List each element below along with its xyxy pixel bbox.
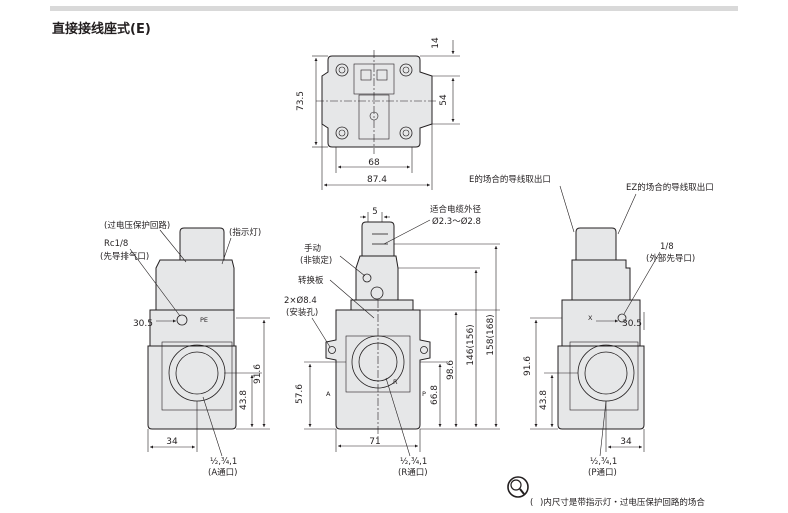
right-dim-34: 34 xyxy=(620,437,632,447)
label-mount-holes: (安装孔) xyxy=(286,307,318,318)
left-dim-91-6: 91.6 xyxy=(253,364,263,384)
front-dim-158: 158(168) xyxy=(486,314,496,355)
right-view-coil xyxy=(575,227,617,261)
footnote-open-paren: ( xyxy=(530,498,533,508)
label-pilot-exhaust: (先导排气口) xyxy=(100,251,149,262)
front-dim-5: 5 xyxy=(372,207,377,217)
front-view-mount-hole xyxy=(328,346,336,354)
label-cable-range: Ø2.3～Ø2.8 xyxy=(432,216,481,227)
top-view-bolt xyxy=(335,126,349,140)
top-view-bolt xyxy=(399,126,413,140)
label-ext-pilot-size: 1/8 xyxy=(660,242,674,252)
top-view-bolt xyxy=(335,63,349,77)
right-dim-30-5: 30.5 xyxy=(622,319,642,329)
right-port-size: ½,¾,1 xyxy=(590,457,617,467)
left-view-exhaust-port xyxy=(176,314,188,326)
label-cable: 适合电缆外径 xyxy=(430,204,482,215)
label-e-outlet: E的场合的导线取出口 xyxy=(469,174,551,185)
front-dim-66-8: 66.8 xyxy=(430,385,440,405)
label-p: P xyxy=(422,390,426,398)
label-indicator: (指示灯) xyxy=(229,227,261,238)
left-port-name: (A通口) xyxy=(208,467,237,478)
right-view: X E的场合的导线取出口 EZ的场合的导线取出口 1/8 (外部先导口) 30.… xyxy=(469,174,714,478)
dim-14: 14 xyxy=(431,37,441,49)
footnote-text: )内尺寸是带指示灯・过电压保护回路的场合 xyxy=(540,497,705,508)
dim-87-4: 87.4 xyxy=(367,175,387,185)
front-view-mount-hole xyxy=(420,346,428,354)
left-view: PE (过电压保护回路) (指示灯) Rc1/8 (先导排气口) 30.5 34… xyxy=(100,220,270,478)
right-view-main-body xyxy=(557,345,645,430)
right-port-name: (P通口) xyxy=(588,467,617,478)
front-port-name: (R通口) xyxy=(398,467,428,478)
top-view: 68 87.4 73.5 14 54 xyxy=(296,37,460,190)
front-port-size: ½,¾,1 xyxy=(400,457,427,467)
front-dim-71: 71 xyxy=(369,437,380,447)
front-view-manual-knob xyxy=(370,286,384,300)
left-dim-30-5: 30.5 xyxy=(133,319,153,329)
right-view-x: X xyxy=(588,314,593,322)
front-view: NC NO X A P R 5 适合电缆外径 Ø2.3～Ø2.8 手动 (非锁定… xyxy=(284,204,500,478)
front-dim-146: 146(156) xyxy=(466,324,476,365)
front-view-pilot-body xyxy=(355,255,399,301)
label-rc1-8: Rc1/8 xyxy=(104,239,128,249)
front-view-coil xyxy=(361,221,395,257)
front-view-manual-override xyxy=(362,273,372,283)
right-view-port-flange xyxy=(569,341,639,411)
label-ext-pilot: (外部先导口) xyxy=(646,253,695,264)
dim-68: 68 xyxy=(368,158,380,168)
top-view-terminal xyxy=(360,69,372,81)
top-view-bolt xyxy=(399,63,413,77)
left-port-size: ½,¾,1 xyxy=(210,457,237,467)
right-dim-43-8: 43.8 xyxy=(539,390,549,410)
left-view-pe: PE xyxy=(200,316,208,324)
left-view-upper-body xyxy=(149,309,235,347)
label-holes: 2×Ø8.4 xyxy=(284,295,317,306)
top-view-body xyxy=(321,55,433,148)
left-dim-43-8: 43.8 xyxy=(239,390,249,410)
label-non-lock: (非锁定) xyxy=(300,255,332,266)
top-view-terminal xyxy=(376,69,388,81)
dim-54: 54 xyxy=(439,94,449,106)
left-view-pilot-body xyxy=(155,259,235,311)
page-title: 直接接线座式(E) xyxy=(52,22,151,37)
label-surge-protection: (过电压保护回路) xyxy=(104,220,170,231)
front-dim-57-6: 57.6 xyxy=(295,384,305,404)
magnifier-icon xyxy=(507,476,529,498)
left-view-coil xyxy=(179,227,225,261)
right-view-ext-pilot-port xyxy=(617,313,627,323)
front-view-main-body xyxy=(325,309,431,430)
right-view-pilot-body xyxy=(571,259,631,301)
front-view-switch-plate xyxy=(350,299,414,311)
header-bar xyxy=(50,6,738,11)
left-view-main-body xyxy=(147,345,237,430)
right-dim-91-6: 91.6 xyxy=(523,356,533,376)
label-a: A xyxy=(326,390,331,398)
front-dim-98-6: 98.6 xyxy=(446,360,456,380)
label-ez-outlet: EZ的场合的导线取出口 xyxy=(626,182,714,193)
dim-73-5: 73.5 xyxy=(296,91,306,111)
label-r: R xyxy=(393,378,398,386)
label-switch-plate: 转换板 xyxy=(298,275,324,286)
left-dim-34: 34 xyxy=(166,437,178,447)
label-manual: 手动 xyxy=(304,243,322,254)
